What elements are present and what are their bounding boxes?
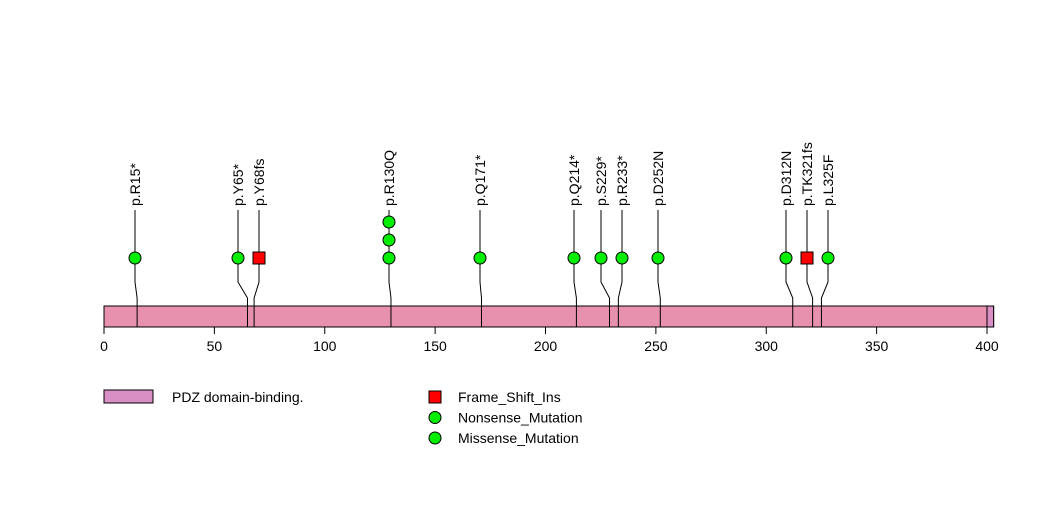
missense-marker [382,251,396,265]
mutation-stem [600,210,611,327]
legend-circle-icon [428,411,442,424]
nonsense-marker [594,251,608,265]
missense-marker [651,251,665,265]
legend-label: Frame_Shift_Ins [458,389,561,405]
mutation-stem [820,210,829,327]
x-tick-label: 50 [207,338,223,354]
legend-label: Missense_Mutation [458,430,579,446]
domain-pdz-domain-binding- [986,305,995,328]
x-tick-label: 0 [100,338,108,354]
mutation-stem [617,210,623,327]
mutation-label: p.Q214* [566,154,582,206]
mutation-label: p.Q171* [472,154,488,206]
domain-legend-label: PDZ domain-binding. [172,389,304,405]
nonsense-marker [615,251,629,265]
mutation-stem [253,210,260,327]
nonsense-marker [473,251,487,265]
missense-marker [779,251,793,265]
mutation-label: p.D252N [650,151,666,206]
missense-marker [382,233,396,247]
x-tick-label: 150 [423,338,447,354]
mutation-stem [134,210,138,327]
missense-marker [821,251,835,265]
mutation-stem [657,210,661,327]
legend-label: Nonsense_Mutation [458,410,583,426]
mutation-label: p.S229* [593,156,609,206]
protein-backbone [103,305,995,328]
frameshift-marker [800,251,814,265]
mutation-label: p.D312N [778,151,794,206]
mutation-stem [806,210,814,327]
mutation-label: p.R15* [127,163,143,206]
frameshift-marker [252,251,266,265]
x-tick-label: 100 [313,338,337,354]
x-tick-label: 200 [534,338,558,354]
legend-circle-icon [428,431,442,445]
missense-marker [382,215,396,229]
x-tick-label: 400 [975,338,999,354]
nonsense-marker [128,251,142,265]
legend-square-icon [428,390,442,404]
x-tick-label: 300 [755,338,779,354]
nonsense-marker [567,251,581,265]
mutation-stem [479,210,482,327]
mutation-label: p.Y68fs [251,159,267,206]
mutation-stem [785,210,794,327]
x-tick-label: 350 [865,338,889,354]
mutation-label: p.R130Q [381,150,397,206]
x-tick-label: 250 [644,338,668,354]
mutation-label: p.L325F [820,155,836,206]
mutation-label: p.TK321fs [799,142,815,206]
mutation-stem [573,210,577,327]
domain-legend-swatch [103,389,154,404]
nonsense-marker [231,251,245,265]
mutation-label: p.R233* [614,155,630,206]
mutation-label: p.Y65* [230,163,246,206]
mutation-stem [237,210,248,327]
